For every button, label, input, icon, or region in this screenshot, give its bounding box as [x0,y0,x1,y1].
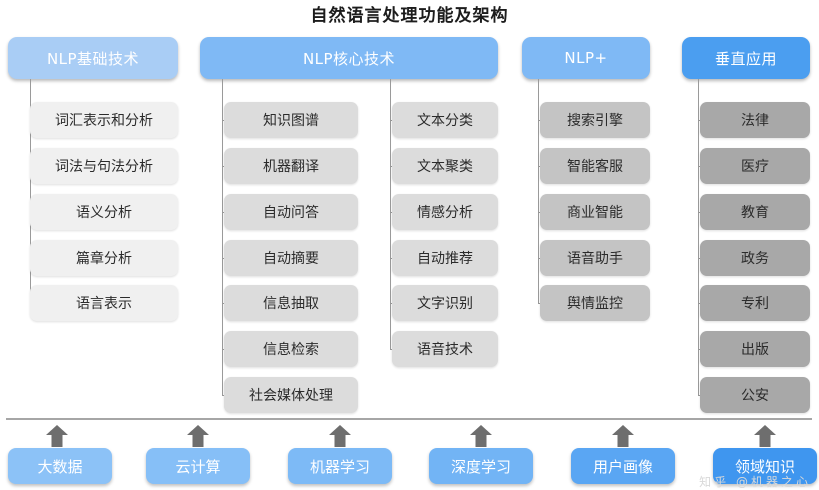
node-nlp-core-b-5[interactable]: 语音技术 [392,331,498,367]
node-label: 法律 [741,113,769,129]
node-label: 自动推荐 [417,251,473,267]
node-nlp-core-b-0[interactable]: 文本分类 [392,102,498,138]
node-vertical-app-5[interactable]: 出版 [700,331,810,367]
node-nlp-basic-3[interactable]: 篇章分析 [30,240,178,276]
node-label: 语言表示 [76,296,132,312]
node-label: 社会媒体处理 [249,388,333,404]
foundation-label: 领域知识 [734,457,795,476]
node-nlp-basic-2[interactable]: 语义分析 [30,194,178,230]
header-nlp-plus[interactable]: NLP+ [522,37,650,79]
node-nlp-basic-1[interactable]: 词法与句法分析 [30,148,178,184]
node-nlp-core-b-4[interactable]: 文字识别 [392,285,498,321]
node-label: 医疗 [741,159,769,175]
foundation-item-5[interactable]: 领域知识 [713,448,817,484]
node-label: 舆情监控 [567,296,623,312]
foundation-label: 云计算 [175,457,221,476]
node-label: 语义分析 [76,205,132,221]
node-nlp-basic-4[interactable]: 语言表示 [30,285,178,321]
header-label: 垂直应用 [714,49,777,68]
node-nlp-core-a-1[interactable]: 机器翻译 [224,148,358,184]
node-label: 智能客服 [567,159,623,175]
node-label: 教育 [741,205,769,221]
trunk-line-nlp-basic [30,79,31,303]
node-label: 知识图谱 [263,113,319,129]
node-vertical-app-6[interactable]: 公安 [700,377,810,413]
node-vertical-app-4[interactable]: 专利 [700,285,810,321]
node-label: 自动摘要 [263,251,319,267]
node-vertical-app-0[interactable]: 法律 [700,102,810,138]
node-label: 文本聚类 [417,159,473,175]
node-label: 语音技术 [417,342,473,358]
node-vertical-app-2[interactable]: 教育 [700,194,810,230]
node-label: 公安 [741,388,769,404]
node-label: 专利 [741,296,769,312]
node-nlp-plus-0[interactable]: 搜索引擎 [540,102,650,138]
node-label: 词汇表示和分析 [55,113,153,129]
node-nlp-plus-1[interactable]: 智能客服 [540,148,650,184]
up-arrow-icon [185,424,211,448]
node-nlp-core-b-3[interactable]: 自动推荐 [392,240,498,276]
node-vertical-app-1[interactable]: 医疗 [700,148,810,184]
foundation-label: 深度学习 [450,457,511,476]
trunk-line-nlp-plus [538,79,539,303]
header-label: NLP核心技术 [302,49,396,68]
foundation-item-1[interactable]: 云计算 [146,448,250,484]
node-label: 信息检索 [263,342,319,358]
node-label: 商业智能 [567,205,623,221]
node-nlp-core-a-2[interactable]: 自动问答 [224,194,358,230]
node-label: 政务 [741,251,769,267]
watermark: 知乎 @机器之心 [699,475,811,489]
node-label: 情感分析 [417,205,473,221]
node-label: 出版 [741,342,769,358]
foundation-item-3[interactable]: 深度学习 [429,448,533,484]
node-label: 搜索引擎 [567,113,623,129]
section-divider [6,418,812,420]
node-label: 词法与句法分析 [55,159,153,175]
node-nlp-core-b-2[interactable]: 情感分析 [392,194,498,230]
up-arrow-icon [44,424,70,448]
node-vertical-app-3[interactable]: 政务 [700,240,810,276]
header-label: NLP基础技术 [46,49,140,68]
foundation-label: 机器学习 [309,457,370,476]
node-label: 文本分类 [417,113,473,129]
node-label: 机器翻译 [263,159,319,175]
header-label: NLP+ [564,49,608,67]
node-label: 语音助手 [567,251,623,267]
node-nlp-core-a-4[interactable]: 信息抽取 [224,285,358,321]
node-nlp-core-a-3[interactable]: 自动摘要 [224,240,358,276]
node-nlp-core-a-0[interactable]: 知识图谱 [224,102,358,138]
trunk-line-nlp-core-a [222,79,223,395]
foundation-label: 大数据 [37,457,83,476]
node-nlp-core-a-6[interactable]: 社会媒体处理 [224,377,358,413]
node-label: 篇章分析 [76,251,132,267]
trunk-line-vertical-app [698,79,699,395]
foundation-item-0[interactable]: 大数据 [8,448,112,484]
node-nlp-plus-2[interactable]: 商业智能 [540,194,650,230]
foundation-item-2[interactable]: 机器学习 [288,448,392,484]
trunk-line-nlp-core-b [390,79,391,349]
node-label: 自动问答 [263,205,319,221]
up-arrow-icon [752,424,778,448]
node-nlp-basic-0[interactable]: 词汇表示和分析 [30,102,178,138]
node-nlp-plus-3[interactable]: 语音助手 [540,240,650,276]
up-arrow-icon [468,424,494,448]
page-title: 自然语言处理功能及架构 [310,6,509,26]
node-label: 文字识别 [417,296,473,312]
node-label: 信息抽取 [263,296,319,312]
node-nlp-core-b-1[interactable]: 文本聚类 [392,148,498,184]
foundation-item-4[interactable]: 用户画像 [571,448,675,484]
up-arrow-icon [610,424,636,448]
node-nlp-core-a-5[interactable]: 信息检索 [224,331,358,367]
up-arrow-icon [327,424,353,448]
node-nlp-plus-4[interactable]: 舆情监控 [540,285,650,321]
header-nlp-core[interactable]: NLP核心技术 [200,37,498,79]
header-vertical-app[interactable]: 垂直应用 [682,37,810,79]
header-nlp-basic[interactable]: NLP基础技术 [8,37,178,79]
foundation-label: 用户画像 [592,457,653,476]
